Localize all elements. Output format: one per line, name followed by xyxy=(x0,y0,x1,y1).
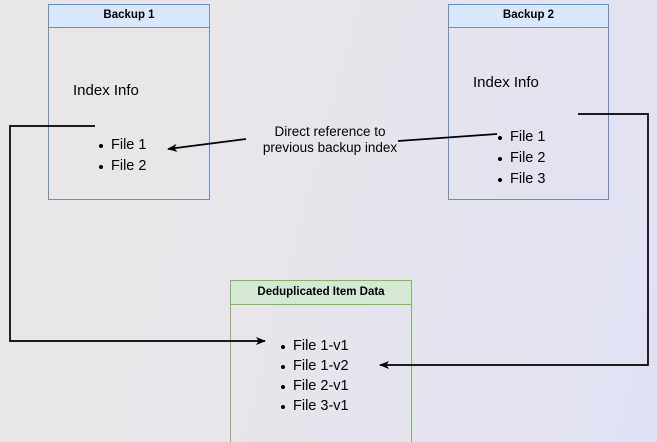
backup-2-body: Index Info File 1 File 2 File 3 xyxy=(449,28,608,199)
list-item: File 2 xyxy=(497,148,545,169)
backup-1-title: Backup 1 xyxy=(49,5,209,28)
backup-2-box[interactable]: Backup 2 Index Info File 1 File 2 File 3 xyxy=(448,4,609,200)
backup-1-index-info-label: Index Info xyxy=(73,82,139,99)
backup-2-file-list: File 1 File 2 File 3 xyxy=(497,127,545,190)
backup-1-file-list: File 1 File 2 xyxy=(98,135,146,177)
list-item: File 2-v1 xyxy=(280,376,349,396)
list-item: File 3 xyxy=(497,169,545,190)
list-item: File 1-v1 xyxy=(280,336,349,356)
list-item: File 2 xyxy=(98,156,146,177)
list-item: File 3-v1 xyxy=(280,396,349,416)
list-item: File 1 xyxy=(98,135,146,156)
direct-reference-annotation: Direct reference to previous backup inde… xyxy=(262,124,398,155)
backup-1-box[interactable]: Backup 1 Index Info File 1 File 2 xyxy=(48,4,210,200)
deduplicated-item-data-box[interactable]: Deduplicated Item Data File 1-v1 File 1-… xyxy=(230,280,412,442)
dedup-file-list: File 1-v1 File 1-v2 File 2-v1 File 3-v1 xyxy=(280,336,349,416)
backup-1-body: Index Info File 1 File 2 xyxy=(49,28,209,199)
deduplicated-item-data-title: Deduplicated Item Data xyxy=(231,281,411,305)
backup-2-index-info-label: Index Info xyxy=(473,74,539,91)
list-item: File 1 xyxy=(497,127,545,148)
backup-2-title: Backup 2 xyxy=(449,5,608,28)
deduplicated-item-data-body: File 1-v1 File 1-v2 File 2-v1 File 3-v1 xyxy=(231,305,411,442)
list-item: File 1-v2 xyxy=(280,356,349,376)
